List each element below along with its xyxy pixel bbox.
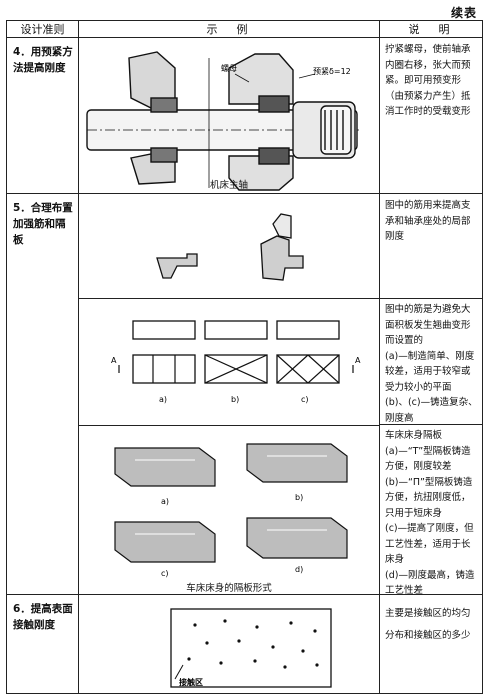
bed-label-c: c) xyxy=(161,569,169,578)
explanation-text: 拧紧螺母，使前轴承内圈右移，张大而预紧。即可用预变形（由预紧力产生）抵消工作时的… xyxy=(385,44,471,117)
explanation-text: 主要是接触区的均匀分布和接触区的多少 xyxy=(385,608,471,641)
explanation-cell: 图中的筋用来提高支承和轴承座处的局部刚度 图中的筋是为避免大面积板发生翘曲变形而… xyxy=(379,193,483,596)
rib-label-a: a) xyxy=(159,395,167,404)
bed-caption: 车床床身的隔板形式 xyxy=(186,583,272,594)
explanation-text: (a)—制造简单、刚度较差，适用于较窄或受力较小的平面 xyxy=(385,350,475,393)
explanation-text: (b)—“Π”型隔板铸造方便，抗扭刚度低，只用于短床身 xyxy=(385,476,473,519)
header-explanation: 说 明 xyxy=(379,20,483,38)
table-row: 6．提高表面接触刚度 接触区 主要是接触区的均匀分布和接触区的多少 xyxy=(6,594,483,694)
section-mark-left: A xyxy=(111,356,117,365)
explanation-text: (d)—刚度最高，铸造工艺性差 xyxy=(385,569,475,597)
criterion-cell: 4．用预紧方法提高刚度 xyxy=(6,37,79,194)
spindle-caption: 机床主轴 xyxy=(209,180,248,191)
explanation-text: 图中的筋是为避免大面积板发生翘曲变形而设置的 xyxy=(385,304,471,346)
plate-rib-example: A A a) b) c) xyxy=(79,298,379,425)
plate-rib-drawing: A A a) b) c) xyxy=(111,320,361,404)
contact-area-drawing: 接触区 xyxy=(170,608,332,688)
support-rib-drawing xyxy=(156,213,304,281)
explanation-text: (a)—“T”型隔板铸造方便，刚度较差 xyxy=(385,445,471,473)
explanation-text: (c)—提高了刚度，但工艺性差，适用于长床身 xyxy=(385,523,474,565)
explanation-cell: 拧紧螺母，使前轴承内圈右移，张大而预紧。即可用预变形（由预紧力产生）抵消工作时的… xyxy=(379,37,483,194)
bed-label-a: a) xyxy=(161,497,169,506)
criterion-cell: 6．提高表面接触刚度 xyxy=(6,594,79,694)
explanation-block-1: 图中的筋用来提高支承和轴承座处的局部刚度 xyxy=(380,194,482,298)
nut-label: 螺母 xyxy=(221,63,237,73)
explanation-block-2: 图中的筋是为避免大面积板发生翘曲变形而设置的 (a)—制造简单、刚度较差，适用于… xyxy=(380,298,482,424)
table-row: 4．用预紧方法提高刚度 xyxy=(6,37,483,194)
contact-area-label: 接触区 xyxy=(179,677,203,687)
table-header-row: 设计准则 示 例 说 明 xyxy=(6,20,483,38)
explanation-block-3: 车床床身隔板 (a)—“T”型隔板铸造方便，刚度较差 (b)—“Π”型隔板铸造方… xyxy=(380,424,482,596)
spindle-preload-drawing: 螺母 预紧δ=12 xyxy=(86,51,359,191)
bed-label-d: d) xyxy=(295,565,303,574)
design-criteria-table: 设计准则 示 例 说 明 4．用预紧方法提高刚度 xyxy=(6,20,483,694)
section-mark-right: A xyxy=(355,356,361,365)
table-row: 5．合理布置加强筋和隔板 xyxy=(6,193,483,596)
preload-label: 预紧δ=12 xyxy=(313,66,351,76)
rib-label-b: b) xyxy=(231,395,239,404)
lathe-bed-example: a) b) c) d) 车床床身的隔板形式 xyxy=(79,425,379,594)
bed-label-b: b) xyxy=(295,493,303,502)
continued-label: 续表 xyxy=(450,6,477,20)
criterion-cell: 5．合理布置加强筋和隔板 xyxy=(6,193,79,595)
example-cell: 接触区 xyxy=(78,594,380,694)
explanation-cell: 主要是接触区的均匀分布和接触区的多少 xyxy=(379,594,483,694)
header-criterion: 设计准则 xyxy=(6,20,79,38)
header-explanation-text: 说 明 xyxy=(408,23,454,36)
header-example-text: 示 例 xyxy=(206,23,252,36)
example-cell: A A a) b) c) xyxy=(78,193,380,595)
header-example: 示 例 xyxy=(78,20,380,38)
rib-label-c: c) xyxy=(301,395,309,404)
explanation-text: 图中的筋用来提高支承和轴承座处的局部刚度 xyxy=(385,200,471,242)
explanation-text: 车床床身隔板 xyxy=(385,430,443,441)
example-cell: 螺母 预紧δ=12 机床主轴 xyxy=(78,37,380,194)
lathe-bed-drawing: a) b) c) d) xyxy=(114,443,348,578)
support-rib-example xyxy=(79,194,379,298)
explanation-text: (b)、(c)—铸造复杂、刚度高 xyxy=(385,397,478,424)
